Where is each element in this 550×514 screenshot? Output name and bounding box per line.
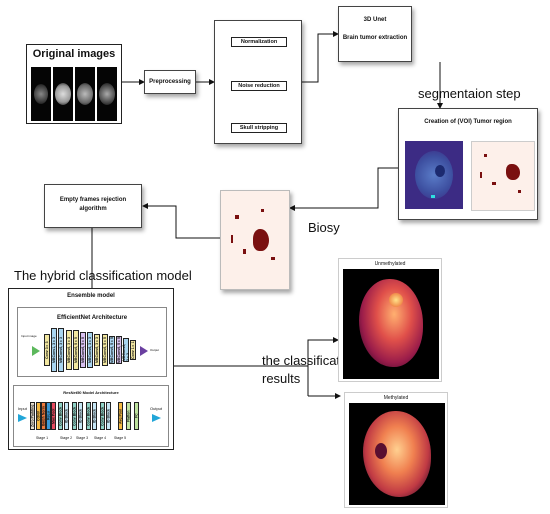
arrow-biopsy-to-rejection [142, 203, 220, 239]
resnet-output-arrow [152, 414, 161, 422]
efficientnet-output-label: Output [150, 348, 160, 352]
resnet-input-arrow [18, 414, 27, 422]
classification-results-label: the classification results [262, 353, 358, 386]
ensemble-title: Ensemble model [67, 293, 115, 299]
resnet-stage-label: Stage 4 [94, 436, 107, 440]
resnet-block: ID Block [106, 402, 111, 430]
unmethylated-heatmap [343, 269, 439, 379]
efficientnet-block: MBConv6, 3×3 [122, 338, 130, 362]
resnet-block: Flatten [126, 402, 131, 430]
resnet-block: Zero Padding [30, 402, 35, 430]
efficientnet-block: MBConv6, 5×5 [108, 336, 115, 364]
efficientnet-block: MBConv6, 3×3 [65, 330, 72, 370]
arrow-voi-to-biopsy [289, 167, 398, 211]
voi-mri-image [405, 141, 463, 209]
resnet-block: ID Block [64, 402, 69, 430]
efficientnet-block: Conv 3×3 [44, 334, 50, 366]
voi-tumor-region-box: Creation of (VOI) Tumor region [398, 108, 538, 220]
efficientnet-block: MBConv6, 3×3 [94, 334, 101, 366]
efficientnet-output-arrow [140, 346, 148, 356]
arrow-ensemble-to-results [174, 337, 339, 367]
efficientnet-panel: EfficientNet Architecture Input image Co… [17, 307, 167, 377]
unmethylated-label: Unmethylated [374, 261, 406, 267]
resnet-block: Conv Block [100, 402, 105, 430]
resnet-output-label: Output [150, 406, 163, 411]
empty-frames-rejection-box: Empty frames rejection algorithm [44, 184, 142, 228]
efficientnet-input-arrow [32, 346, 40, 356]
original-images-panel: Original images [26, 44, 122, 124]
mri-thumbnail-1 [31, 67, 51, 121]
resnet-stage-label: Stage 2 [60, 436, 73, 440]
methylated-result-panel: Methylated [344, 392, 448, 508]
methylated-heatmap [349, 403, 445, 505]
mri-thumbnail-2 [53, 67, 73, 121]
resnet-block: Conv Block [58, 402, 63, 430]
resnet-block: ID Block [78, 402, 83, 430]
biopsy-label: Biosy [308, 220, 340, 235]
efficientnet-block: MBConv6, 3×3 [87, 332, 94, 368]
noise-reduction-step: Noise reduction [231, 81, 287, 91]
resnet-stage-label: Stage 1 [36, 436, 49, 440]
efficientnet-block: MBConv1, 3×3 [51, 328, 58, 372]
resnet-stage-label: Stage 3 [76, 436, 89, 440]
arrow-steps-to-unet [302, 31, 339, 83]
voi-tumor-mask [471, 141, 535, 211]
preprocessing-label: Preprocessing [149, 79, 191, 85]
skull-stripping-step: Skull stripping [231, 123, 287, 133]
resnet50-title: ResNet50 Model Architecture [63, 390, 119, 395]
unet-subtitle: Brain tumor extraction [342, 35, 408, 41]
resnet-block: Conv Block [86, 402, 91, 430]
resnet-block: ID Block [92, 402, 97, 430]
normalization-step: Normalization [231, 37, 287, 47]
resnet-block: Max Pool [51, 402, 56, 430]
mri-thumbnail-4 [97, 67, 117, 121]
resnet-stage-label: Stage 5 [114, 436, 127, 440]
resnet-block: FC [134, 402, 139, 430]
efficientnet-block: Conv 1×1 [130, 340, 137, 360]
efficientnet-block: MBConv6, 5×5 [101, 334, 108, 366]
preprocessing-box: Preprocessing [144, 70, 196, 94]
resnet50-panel: ResNet50 Model Architecture Input Zero P… [13, 385, 169, 447]
preprocessing-steps-box: Normalization Noise reduction Skull stri… [214, 20, 302, 144]
mri-thumbnail-3 [75, 67, 95, 121]
resnet-block: Avg Pool [118, 402, 123, 430]
efficientnet-block: MBConv6, 5×5 [80, 332, 86, 368]
resnet-input-label: Input [18, 406, 27, 411]
segmentation-step-label: segmentaion step [418, 86, 521, 101]
methylated-label: Methylated [383, 395, 409, 401]
efficientnet-block: MBConv6, 5×5 [72, 330, 79, 370]
unet-title: 3D Unet [363, 17, 387, 23]
unet-box: 3D Unet Brain tumor extraction [338, 6, 412, 62]
resnet-block: Conv Block [72, 402, 77, 430]
voi-title: Creation of (VOI) Tumor region [424, 119, 512, 125]
ensemble-model-box: Ensemble model EfficientNet Architecture… [8, 288, 174, 450]
efficientnet-title: EfficientNet Architecture [56, 315, 128, 321]
efficientnet-input-label: Input image [21, 334, 37, 338]
unmethylated-result-panel: Unmethylated [338, 258, 442, 382]
biopsy-tumor-image [220, 190, 290, 290]
hybrid-model-label: The hybrid classification model [14, 268, 192, 283]
efficientnet-block: MBConv6, 3×3 [58, 328, 65, 372]
original-images-title: Original images [32, 48, 116, 60]
